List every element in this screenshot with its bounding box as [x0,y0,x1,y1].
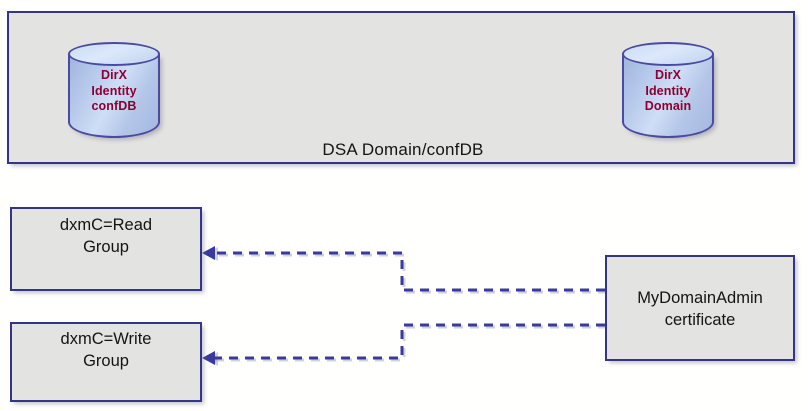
db-label-line-1: DirX [654,68,682,82]
node-write-group-label: dxmC=Write Group [12,328,200,372]
cylinder-body [622,54,714,138]
node-write-group[interactable]: dxmC=Write Group [10,322,202,402]
cylinder-top-ellipse [68,42,160,66]
node-label-line-2: Group [83,352,129,370]
node-label-line-2: Group [83,238,129,256]
database-cylinder-dirx-identity-confdb[interactable]: DirX Identity confDB [68,42,160,138]
cylinder-top-ellipse [622,42,714,66]
db-label-line-2: Identity [91,83,137,98]
db-label-line-1: DirX [100,68,128,82]
node-label-line-2: certificate [664,311,736,329]
cylinder-body [68,54,160,138]
node-mydomainadmin-certificate[interactable]: MyDomainAdmin certificate [605,255,795,361]
db-label-line-3: Domain [644,99,692,113]
node-read-group-label: dxmC=Read Group [12,214,200,258]
node-label-line-1: MyDomainAdmin [637,289,763,307]
database-cylinder-label: DirX Identity Domain [622,68,714,115]
connector-cert-to-write-group [210,323,605,360]
connector-cert-to-read-group [210,251,605,292]
database-cylinder-label: DirX Identity confDB [68,68,160,115]
db-label-line-2: Identity [645,83,691,98]
node-read-group[interactable]: dxmC=Read Group [10,207,202,291]
db-label-line-3: confDB [91,99,137,113]
arrowhead-write-group [202,351,215,365]
arrowhead-read-group [202,246,215,260]
dsa-domain-panel-label: DSA Domain/confDB [322,140,484,159]
node-mydomainadmin-certificate-label: MyDomainAdmin certificate [607,287,793,331]
node-label-line-1: dxmC=Read [59,216,153,234]
node-label-line-1: dxmC=Write [60,330,152,348]
database-cylinder-dirx-identity-domain[interactable]: DirX Identity Domain [622,42,714,138]
